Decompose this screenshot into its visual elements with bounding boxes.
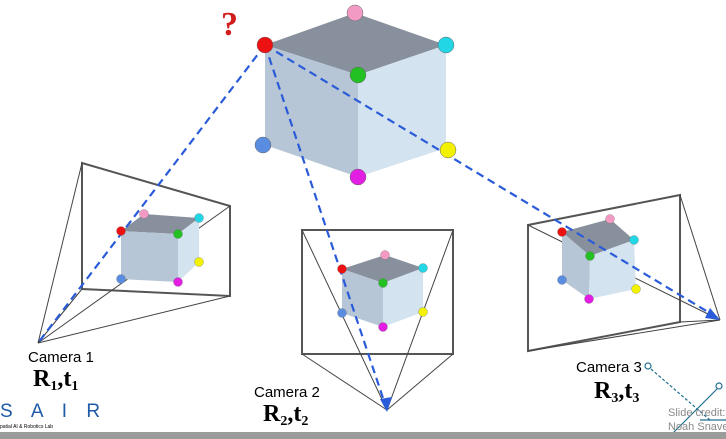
camera-3-corners: [557, 214, 641, 304]
camera-1-label: Camera 1: [28, 349, 94, 366]
corner-red-point: [116, 226, 126, 236]
unknown-point-marker: ?: [221, 6, 238, 43]
corner-yellow-point: [631, 284, 641, 294]
main-cube: [265, 13, 446, 177]
corner-yellow-point: [418, 307, 428, 317]
main-cube-corners: [254, 4, 457, 186]
camera-3-frustum-line: [679, 194, 721, 321]
corner-green-point: [378, 278, 388, 288]
camera-2-pose: R2,t2: [263, 401, 309, 429]
corner-blue-point: [337, 308, 347, 318]
bottom-bar: [0, 432, 726, 439]
camera-2-image-plane: [301, 229, 454, 355]
camera-3-label: Camera 3: [576, 359, 642, 376]
corner-red-point: [557, 227, 567, 237]
corner-blue-point: [254, 136, 272, 154]
corner-red-point: [256, 36, 274, 54]
corner-blue-point: [557, 275, 567, 285]
ray-to-camera-3: [264, 44, 719, 319]
corner-red-point: [337, 264, 347, 274]
camera-1-cube-top: [121, 214, 199, 234]
corner-green-point: [173, 229, 183, 239]
camera-2-cube-right: [383, 268, 423, 327]
cube-left-face: [265, 45, 358, 177]
camera-1-frustum-line: [37, 162, 83, 344]
camera-2-frustum-line: [301, 353, 388, 411]
camera-3-cube-top: [562, 219, 634, 256]
camera-3-cube-left: [562, 232, 590, 299]
camera-3-cube-right: [589, 240, 636, 299]
mini-camera-line: [669, 388, 718, 437]
camera-1-corners: [116, 209, 204, 287]
camera-2-corners: [337, 250, 428, 332]
mini-camera-center: [644, 362, 652, 370]
corner-pink-point: [139, 209, 149, 219]
corner-green-point: [585, 251, 595, 261]
camera-2-cube-left: [342, 269, 383, 327]
corner-pink-point: [605, 214, 615, 224]
corner-cyan-point: [418, 263, 428, 273]
cube-top-face: [265, 13, 446, 75]
corner-blue-point: [116, 274, 126, 284]
corner-magenta-point: [349, 168, 367, 186]
camera-3-frustum-line: [527, 319, 721, 352]
camera-2-label: Camera 2: [254, 384, 320, 401]
corner-magenta-point: [584, 294, 594, 304]
camera-2-frustum-line: [386, 353, 454, 411]
lab-logo-subtitle: patial AI & Robotics Lab: [0, 424, 54, 430]
ray-to-camera-1: [37, 44, 266, 344]
corner-magenta-point: [378, 322, 388, 332]
camera-3-frustum-line: [679, 319, 721, 323]
camera-3: [527, 193, 721, 353]
lab-logo: S A I R: [0, 401, 108, 422]
camera-3-pose: R3,t3: [594, 378, 640, 406]
camera-2: [301, 229, 454, 411]
slide-credit-line-2: Noah Snavely: [668, 421, 726, 433]
corner-cyan-point: [437, 36, 455, 54]
slide-credit-line-1: Slide credit:: [668, 407, 726, 419]
corner-green-point: [349, 66, 367, 84]
mini-camera-point: [715, 382, 723, 390]
corner-magenta-point: [173, 277, 183, 287]
cube-right-face: [358, 45, 446, 177]
slide-credit: Slide credit: Noah Snavely: [668, 406, 726, 434]
camera-2-frustum-line: [301, 229, 388, 411]
camera-1-frustum-line: [37, 288, 83, 344]
corner-pink-point: [346, 4, 364, 22]
camera-1-cube-right: [178, 218, 199, 282]
corner-cyan-point: [629, 235, 639, 245]
mini-camera-ray: [650, 368, 711, 421]
corner-yellow-point: [194, 257, 204, 267]
arrowhead-camera-3: [705, 308, 720, 320]
camera-2-cube-top: [342, 255, 423, 283]
corner-pink-point: [380, 250, 390, 260]
camera-2-frustum-line: [386, 229, 454, 411]
camera-1-frustum-line: [37, 295, 231, 344]
corner-yellow-point: [439, 141, 457, 159]
mini-camera-sketch: [644, 362, 726, 437]
arrowhead-camera-2: [380, 397, 392, 412]
projection-rays: [37, 44, 719, 411]
camera-1-cube-left: [121, 231, 178, 282]
camera-1-pose: R1,t1: [33, 366, 79, 394]
camera-1: [37, 161, 231, 344]
corner-cyan-point: [194, 213, 204, 223]
